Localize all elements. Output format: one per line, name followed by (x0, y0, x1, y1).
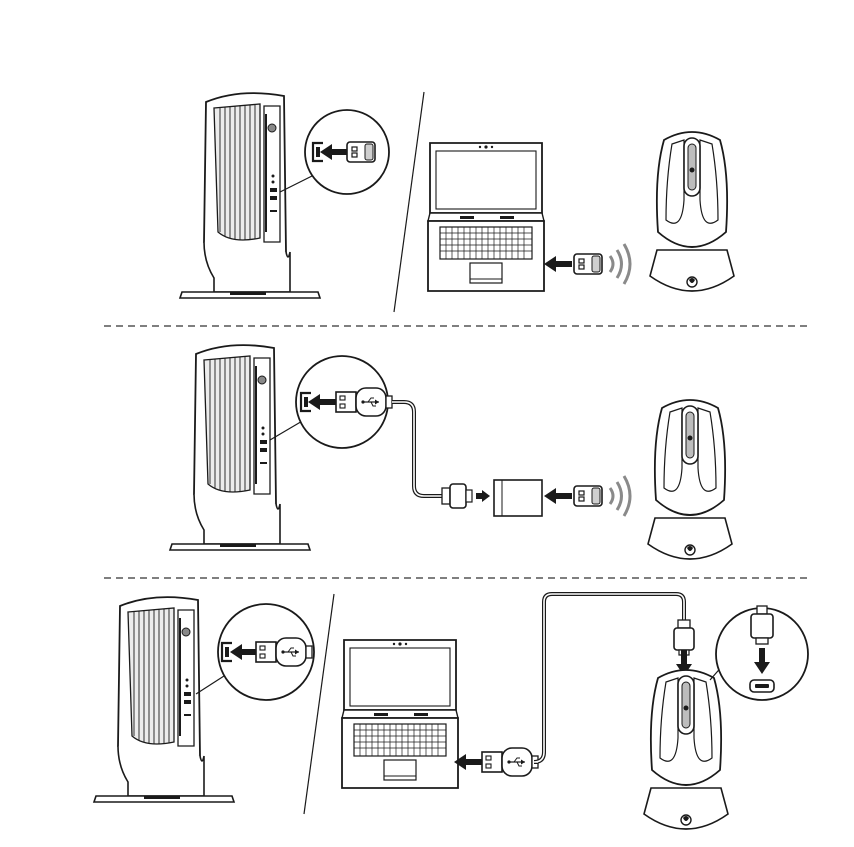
micro-usb-plug (750, 613, 774, 639)
laptop-3 (341, 639, 459, 789)
dongle-extender (493, 479, 543, 517)
usb-cable (392, 400, 444, 498)
cable-connector (441, 487, 451, 505)
arrow-left-icon (544, 256, 572, 272)
laptop-1 (427, 142, 545, 292)
usb-cable-plug (256, 638, 312, 666)
desktop-tower-1 (179, 92, 321, 299)
zoom-leader-2 (269, 419, 305, 441)
wireless-dongle-icon (573, 485, 603, 507)
wireless-dongle-icon (346, 141, 376, 163)
zoom-leader-3 (195, 675, 225, 695)
usb-cable-plug (336, 388, 392, 416)
panel-wireless-dongle-setup (179, 91, 735, 313)
micro-usb-plug (677, 619, 691, 629)
mouse-1 (649, 131, 735, 292)
zoom-leader-1 (279, 175, 313, 193)
panel-divider-3 (303, 593, 335, 815)
desktop-tower-2 (169, 344, 311, 551)
usb-cable-plug (482, 748, 538, 776)
mouse-2 (647, 399, 733, 560)
wireless-dongle-icon (573, 253, 603, 275)
wireless-waves-icon (608, 242, 632, 286)
desktop-tower-3 (93, 596, 235, 803)
panel-wired-cable-setup (93, 592, 809, 830)
wireless-waves-icon (608, 474, 632, 518)
mouse-3 (643, 669, 729, 830)
panel-divider-1 (393, 91, 425, 313)
panel-dongle-extension-setup (169, 344, 733, 560)
arrow-left-icon (544, 488, 572, 504)
